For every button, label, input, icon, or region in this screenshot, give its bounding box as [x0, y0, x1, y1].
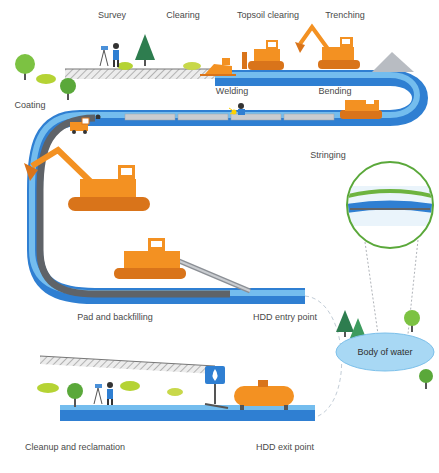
- stage-label: Coating: [13, 100, 46, 111]
- padding-machine: [114, 238, 250, 291]
- water-sign: [205, 366, 225, 404]
- stage-label: Survey: [97, 10, 127, 21]
- trees: [15, 34, 201, 100]
- clearing-machine: [200, 58, 236, 75]
- coating-rig: [70, 115, 101, 135]
- stage-label: Clearing: [165, 10, 201, 21]
- stage-label: Pad and backfilling: [76, 312, 154, 323]
- lake-outline: [336, 333, 434, 371]
- trees: [336, 310, 433, 389]
- magnifier: [340, 162, 439, 334]
- stage-label: HDD exit point: [255, 442, 315, 453]
- stage-label: Welding: [215, 86, 249, 97]
- surveyor: [94, 382, 113, 405]
- stage-label: Trenching: [324, 10, 366, 21]
- pipeline-band: [60, 405, 315, 421]
- bending-machine: [340, 99, 382, 119]
- stage-label: Cleanup and reclamation: [24, 442, 126, 453]
- water-body: Body of water: [335, 332, 435, 372]
- excavator: [24, 150, 150, 211]
- fence: [65, 69, 215, 79]
- surveyor: [100, 43, 119, 67]
- trees: [37, 381, 183, 407]
- stage-label: Stringing: [309, 150, 347, 161]
- water-tank: [205, 380, 294, 410]
- stage-label: HDD entry point: [252, 312, 318, 323]
- bulldozer: [242, 40, 284, 70]
- stage-label: Topsoil clearing: [236, 10, 300, 21]
- fence: [40, 356, 215, 374]
- stage-label: Bending: [317, 86, 352, 97]
- welder: [229, 103, 245, 115]
- node-text: Body of water: [357, 347, 412, 358]
- excavator: [295, 27, 414, 72]
